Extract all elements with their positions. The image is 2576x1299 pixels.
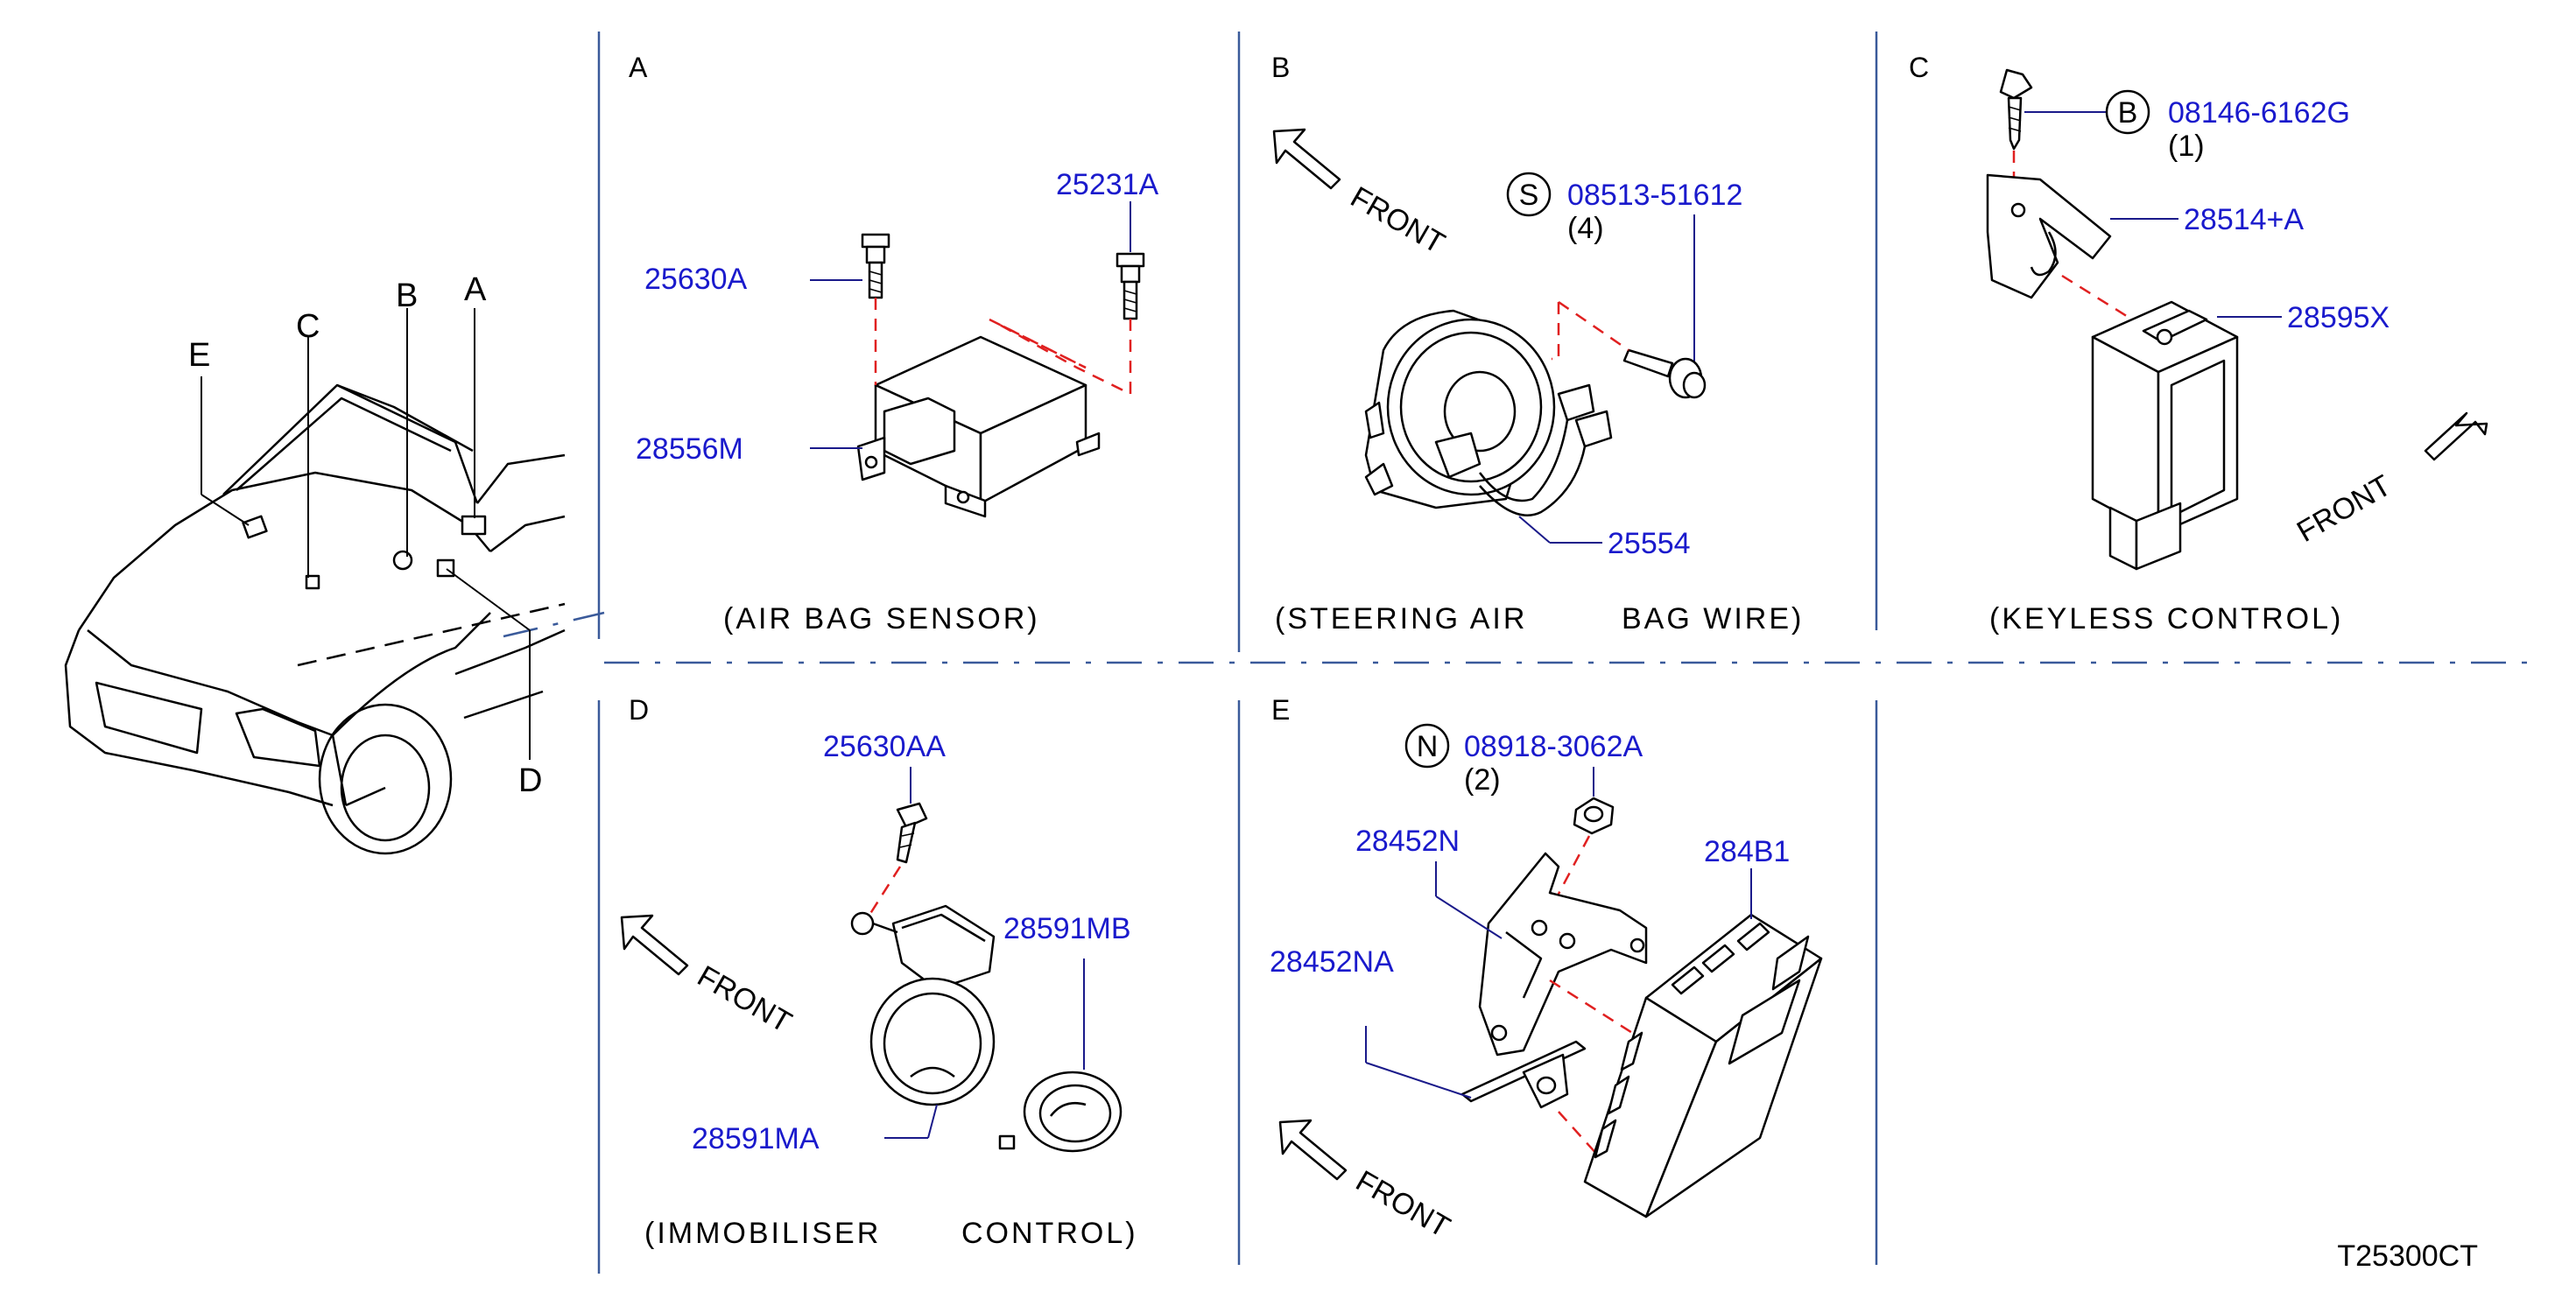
section-a-caption: (AIR BAG SENSOR)	[723, 602, 1040, 635]
part-label-28556m: 28556M	[636, 432, 743, 466]
part-label-28452n: 28452N	[1355, 825, 1460, 858]
section-c-letter: C	[1909, 52, 1929, 83]
part-label-28595x: 28595X	[2287, 301, 2389, 334]
front-label-e: FRONT	[1350, 1164, 1455, 1244]
bolt-qty-c: (1)	[2168, 130, 2205, 163]
air-bag-sensor-icon	[856, 335, 1101, 518]
screw-08513-icon	[1622, 348, 1707, 399]
section-c-caption: (KEYLESS CONTROL)	[1989, 602, 2343, 635]
part-label-28514a: 28514+A	[2184, 203, 2304, 236]
section-b: B FRONT S 08513-51612 (4)	[1271, 52, 1804, 635]
part-label-28452na: 28452NA	[1270, 945, 1394, 979]
front-label-b: FRONT	[1345, 180, 1450, 260]
front-label-d: FRONT	[692, 959, 797, 1039]
body-control-module-icon	[1583, 913, 1823, 1218]
section-d: D FRONT 25630AA 28591MA	[620, 694, 1138, 1250]
part-label-25630a: 25630A	[644, 263, 748, 296]
bracket-28452n-icon	[1478, 852, 1648, 1057]
part-label-08146-6162g: 08146-6162G	[2168, 96, 2350, 130]
bolt-25630a-icon	[861, 233, 890, 299]
keyless-control-unit-icon	[2091, 300, 2239, 571]
front-arrow-d-icon	[620, 914, 689, 976]
vehicle-label-c: C	[296, 308, 320, 345]
part-label-25630aa: 25630AA	[823, 730, 946, 763]
nut-symbol-n: N	[1417, 730, 1439, 763]
part-label-08513-51612: 08513-51612	[1567, 179, 1742, 212]
vehicle-overview: E C B A D	[64, 271, 566, 855]
nut-qty-e: (2)	[1464, 763, 1501, 797]
part-label-25231a: 25231A	[1056, 168, 1159, 201]
section-c: C B 08146-6162G (1) 28514+A	[1909, 52, 2488, 635]
section-d-caption-right: CONTROL)	[961, 1217, 1138, 1250]
section-e-letter: E	[1271, 694, 1290, 726]
section-a-letter: A	[629, 52, 648, 83]
part-label-28591ma: 28591MA	[692, 1122, 820, 1155]
screw-qty-b: (4)	[1567, 212, 1604, 245]
section-b-letter: B	[1271, 52, 1290, 83]
part-label-28591mb: 28591MB	[1003, 912, 1131, 945]
bolt-08146-icon	[1999, 68, 2033, 151]
section-b-caption-right: BAG WIRE)	[1622, 602, 1804, 635]
part-label-08918-3062a: 08918-3062A	[1464, 730, 1643, 763]
vehicle-label-e: E	[188, 337, 210, 374]
section-a: A	[629, 52, 1159, 635]
nut-08918-icon	[1573, 797, 1615, 835]
bolt-symbol-b: B	[2118, 96, 2138, 130]
vehicle-label-a: A	[464, 271, 487, 308]
screw-symbol-s: S	[1519, 179, 1539, 212]
bolt-25630aa-icon	[896, 802, 928, 864]
part-label-284b1: 284B1	[1704, 835, 1790, 868]
plate-28452na-icon	[1460, 1040, 1587, 1109]
panel-dividers	[503, 32, 2529, 1274]
front-label-c: FRONT	[2291, 468, 2397, 548]
section-e: E N 08918-3062A (2) 28452N 28452NA	[1270, 694, 1823, 1244]
part-label-25554: 25554	[1608, 527, 1691, 560]
section-d-letter: D	[629, 694, 649, 726]
bracket-28514-icon	[1986, 173, 2112, 299]
section-b-caption-left: (STEERING AIR	[1275, 602, 1527, 635]
drawing-code: T25300CT	[2337, 1239, 2478, 1273]
front-arrow-b-icon	[1272, 128, 1341, 190]
front-arrow-c-icon	[2424, 411, 2488, 461]
section-d-caption-left: (IMMOBILISER	[644, 1217, 881, 1250]
front-arrow-e-icon	[1278, 1119, 1348, 1181]
vehicle-label-d: D	[518, 762, 542, 799]
bolt-25231a-icon	[1116, 252, 1145, 320]
vehicle-label-b: B	[396, 277, 418, 314]
ring-28591mb-icon	[998, 1071, 1123, 1153]
spiral-cable-icon	[1364, 309, 1613, 516]
immobiliser-antenna-icon	[850, 904, 996, 1106]
